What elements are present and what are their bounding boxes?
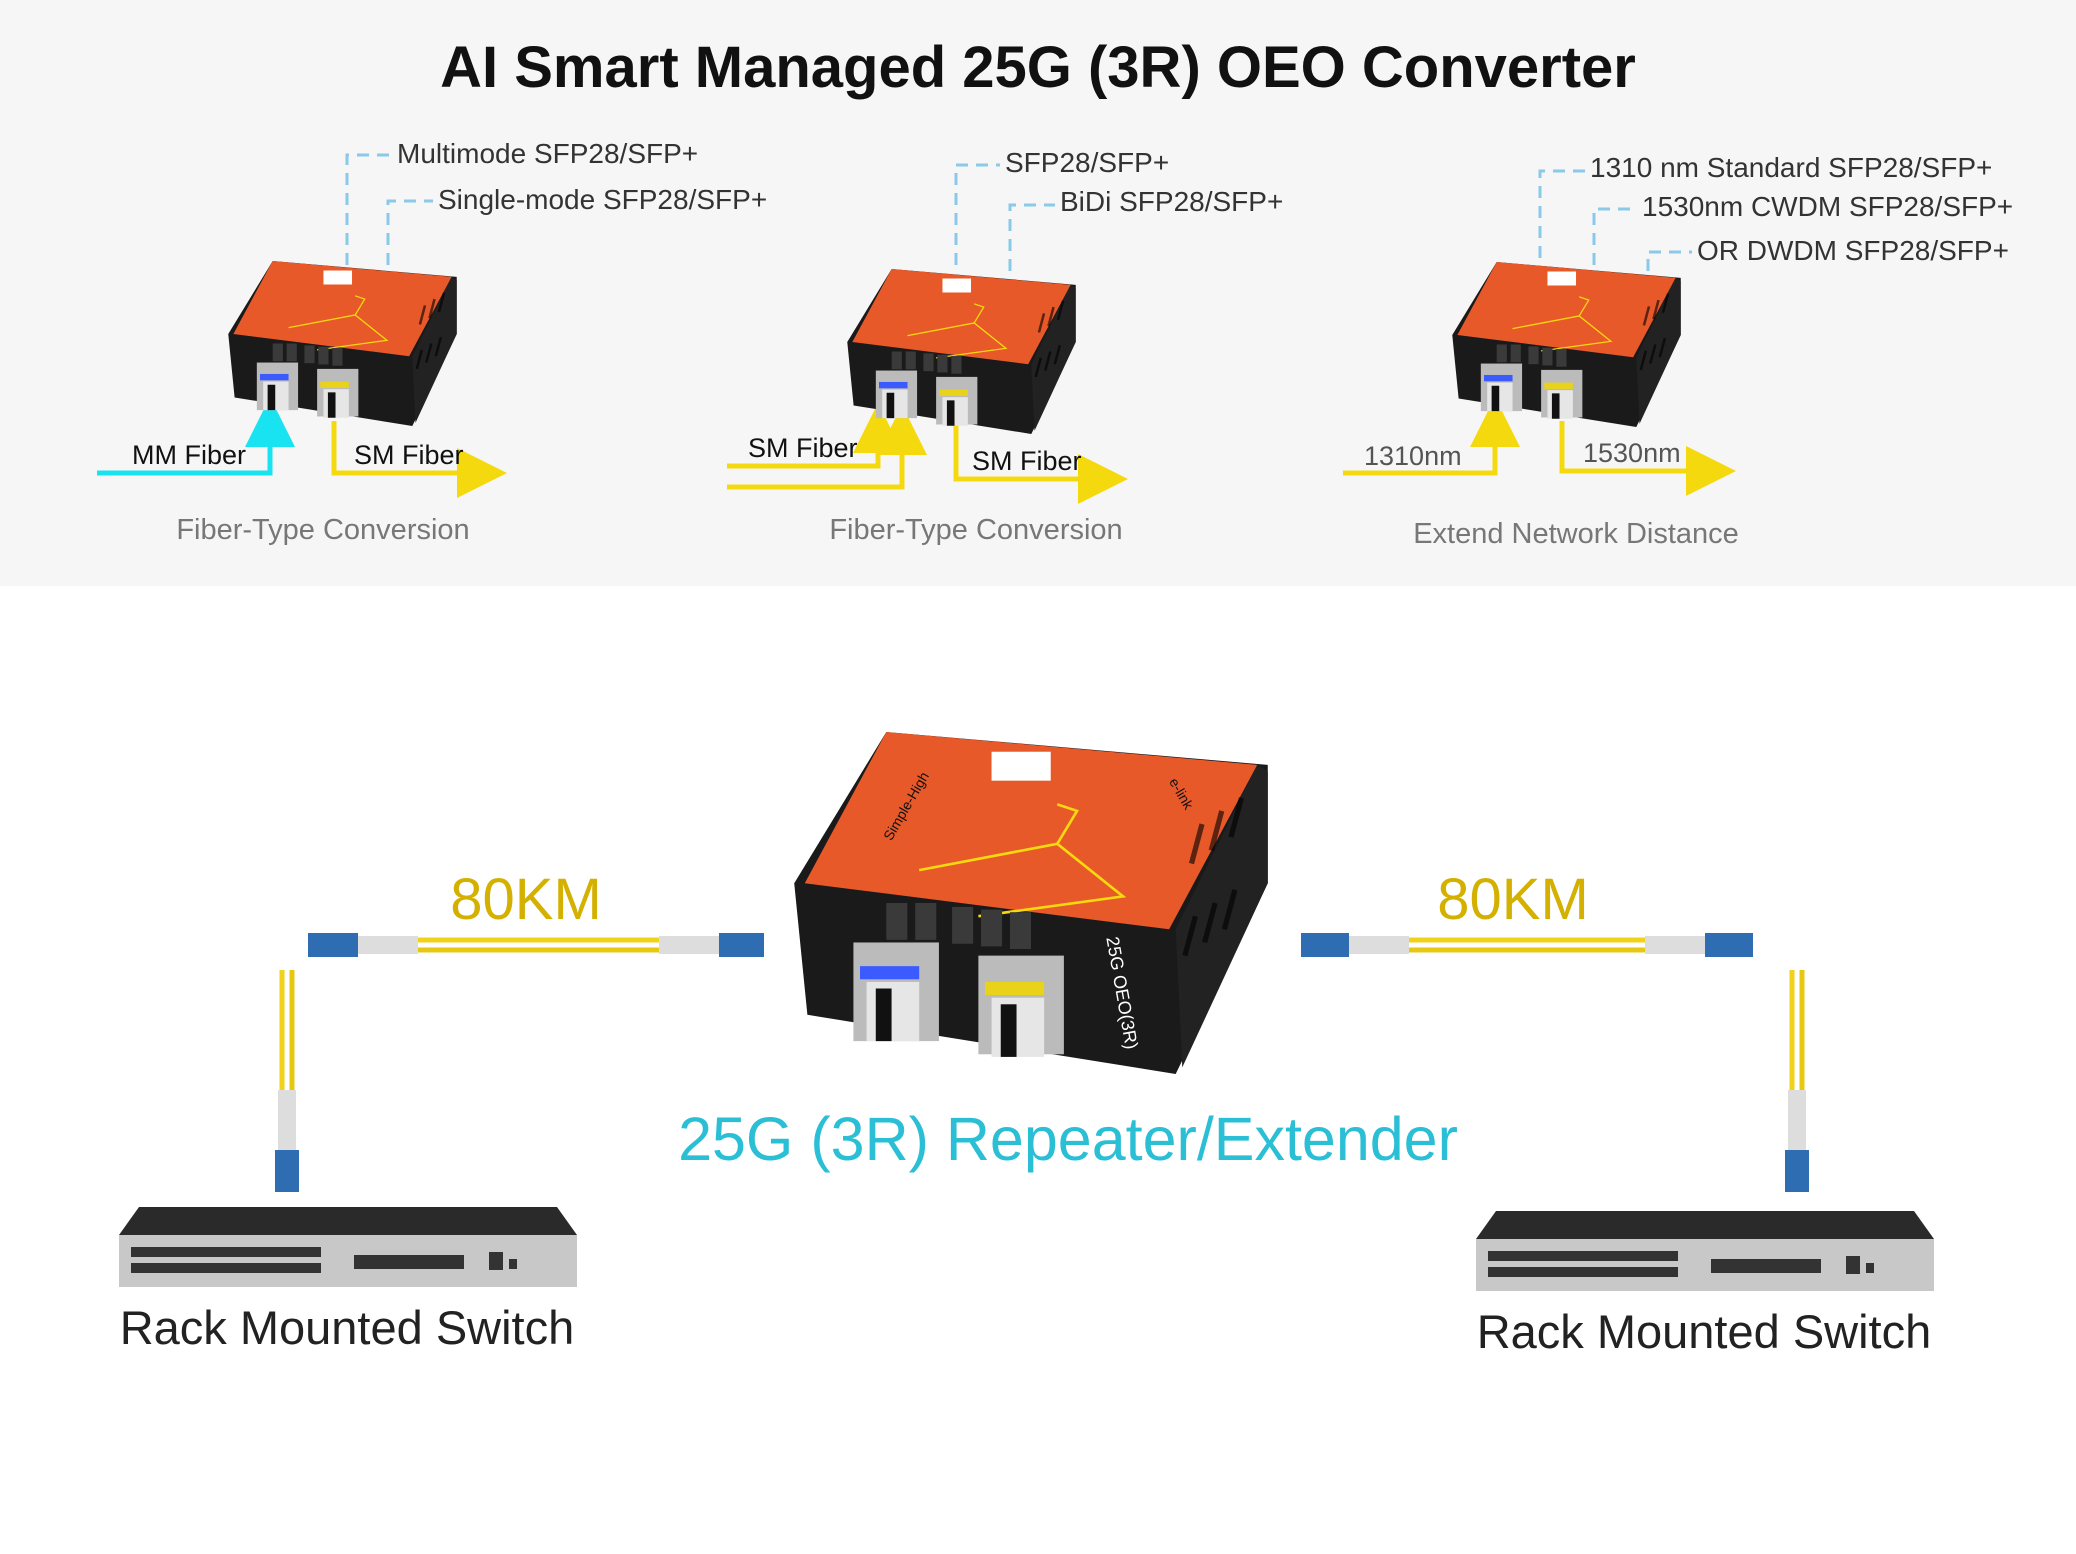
left-switch-image bbox=[119, 1207, 577, 1287]
output-fiber-label: SM Fiber bbox=[972, 446, 1082, 476]
left-switch-label: Rack Mounted Switch bbox=[119, 1301, 575, 1354]
sm-fiber-out-line bbox=[953, 421, 1128, 504]
converter-device-image bbox=[228, 261, 457, 426]
converter-device-image bbox=[847, 269, 1076, 434]
converter-device-image bbox=[1452, 262, 1681, 427]
left-fiber-cable bbox=[275, 933, 764, 1192]
output-wavelength-label: 1530nm bbox=[1583, 438, 1681, 468]
input-wavelength-label: 1310nm bbox=[1364, 441, 1462, 471]
panel-caption: Extend Network Distance bbox=[1413, 518, 1739, 550]
callout-cwdm-sfp: 1530nm CWDM SFP28/SFP+ bbox=[1642, 191, 2014, 222]
left-distance-label: 80KM bbox=[450, 867, 602, 932]
callout-singlemode-sfp: Single-mode SFP28/SFP+ bbox=[438, 184, 768, 215]
sm-fiber-out-line bbox=[331, 421, 507, 498]
page-title: AI Smart Managed 25G (3R) OEO Converter bbox=[440, 35, 1636, 100]
callout-bidi-sfp: BiDi SFP28/SFP+ bbox=[1060, 186, 1284, 217]
sm-fiber-in-line-2 bbox=[727, 405, 927, 490]
input-fiber-label: MM Fiber bbox=[132, 440, 246, 470]
right-switch-image bbox=[1476, 1211, 1934, 1291]
right-distance-label: 80KM bbox=[1437, 867, 1589, 932]
right-fiber-cable bbox=[1301, 933, 1809, 1192]
panel-caption: Fiber-Type Conversion bbox=[176, 514, 470, 546]
right-switch-label: Rack Mounted Switch bbox=[1476, 1305, 1932, 1358]
output-fiber-label: SM Fiber bbox=[354, 440, 464, 470]
callout-sfp: SFP28/SFP+ bbox=[1005, 147, 1170, 178]
callout-leaders bbox=[345, 153, 1692, 271]
callout-multimode-sfp: Multimode SFP28/SFP+ bbox=[397, 138, 699, 169]
panel-caption: Fiber-Type Conversion bbox=[829, 514, 1123, 546]
repeater-label: 25G (3R) Repeater/Extender bbox=[678, 1105, 1458, 1173]
input-fiber-label: SM Fiber bbox=[748, 433, 858, 463]
repeater-device-image bbox=[794, 732, 1268, 1074]
mm-fiber-line bbox=[97, 397, 295, 476]
callout-dwdm-sfp: OR DWDM SFP28/SFP+ bbox=[1697, 235, 2009, 266]
callout-1310-sfp: 1310 nm Standard SFP28/SFP+ bbox=[1590, 152, 1993, 183]
1310-fiber-line bbox=[1343, 397, 1520, 476]
1530-fiber-line bbox=[1559, 421, 1736, 496]
